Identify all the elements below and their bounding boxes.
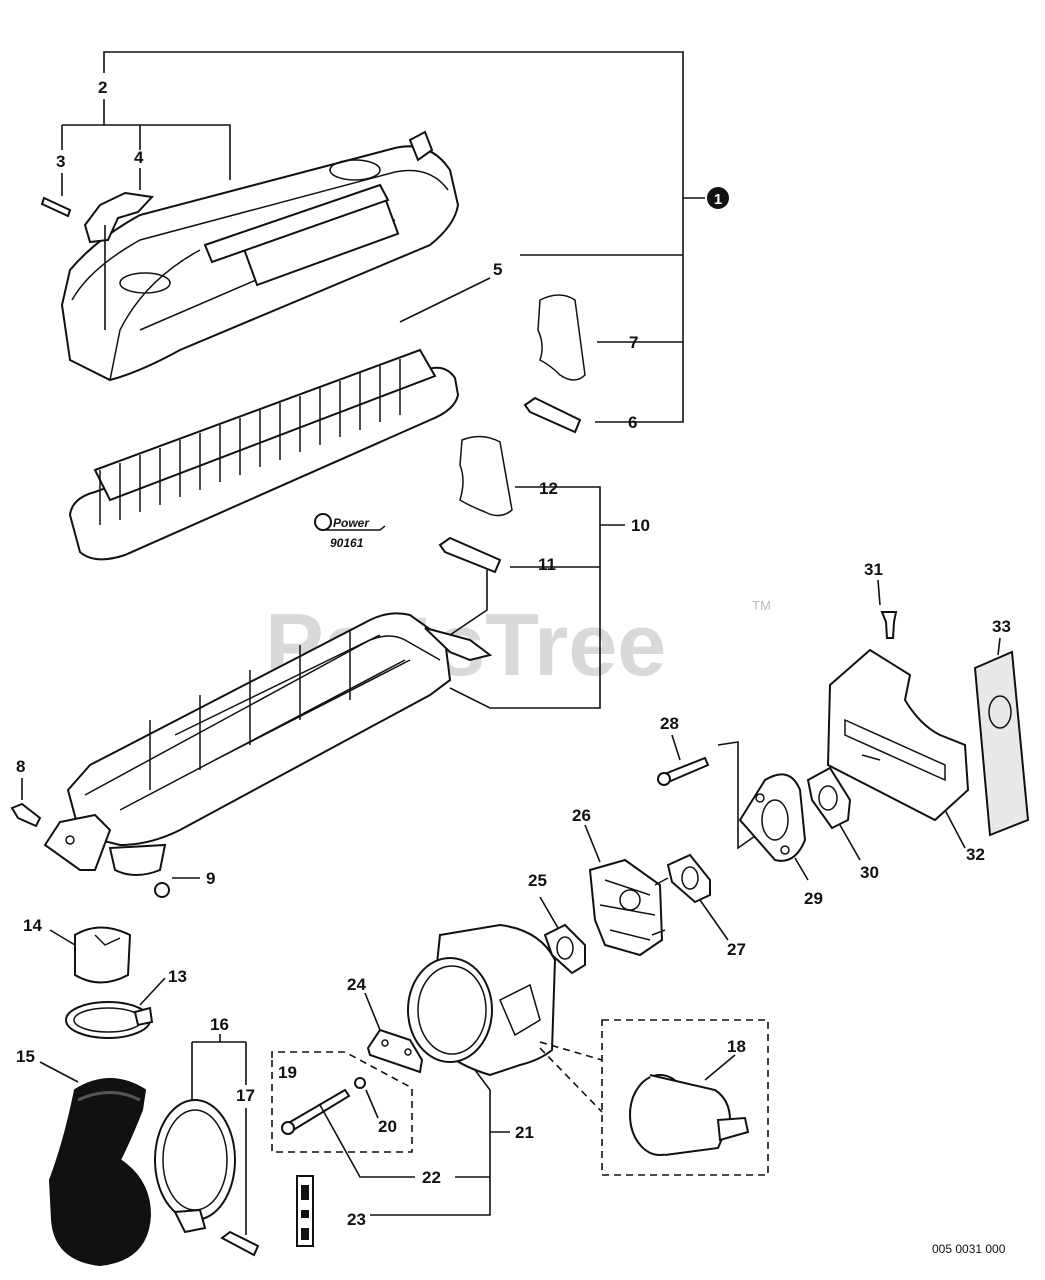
callout-28: 28 <box>660 714 679 733</box>
screw-31 <box>880 611 898 639</box>
callout-16: 16 <box>210 1015 229 1034</box>
leader-lines <box>21 51 1001 1235</box>
callout-13: 13 <box>168 967 187 986</box>
power-logo-text: Power <box>333 516 370 530</box>
callout-15: 15 <box>16 1047 35 1066</box>
gasket-30 <box>806 766 852 830</box>
carburetor-26 <box>588 858 669 957</box>
callout-2: 2 <box>98 78 107 97</box>
air-cleaner-base <box>43 612 493 876</box>
grommet-11 <box>438 536 502 574</box>
callout-29: 29 <box>804 889 823 908</box>
insulator-29 <box>738 773 807 862</box>
gasket-27 <box>666 853 711 904</box>
callout-18: 18 <box>727 1037 746 1056</box>
grommet-6 <box>523 396 582 434</box>
air-cleaner-cover <box>60 130 460 382</box>
plate-32 <box>826 648 970 822</box>
gasket-25 <box>543 923 586 975</box>
callout-20: 20 <box>378 1117 397 1136</box>
callout-11: 11 <box>538 555 556 574</box>
screw-8 <box>10 802 42 828</box>
callout-24: 24 <box>347 975 366 994</box>
callout-33: 33 <box>992 617 1011 636</box>
air-filter-element <box>68 348 460 561</box>
intake-hose-15 <box>48 1078 152 1267</box>
power-logo: Power 90161 <box>314 513 386 550</box>
seal-ring-12 <box>459 435 513 517</box>
callout-labels: 2 3 4 5 6 7 8 9 10 11 12 13 14 15 16 17 … <box>16 78 1011 1229</box>
watermark-tm: TM <box>752 598 771 613</box>
callout-21: 21 <box>515 1123 534 1142</box>
intake-manifold-21 <box>407 923 557 1077</box>
power-logo-number: 90161 <box>330 536 364 550</box>
assembly-marker-label: 1 <box>714 191 722 208</box>
dashed-box-19-20 <box>271 1051 413 1153</box>
callout-17: 17 <box>236 1086 255 1105</box>
gasket-33 <box>973 650 1030 837</box>
assembly-marker: 1 <box>707 187 729 209</box>
callout-26: 26 <box>572 806 591 825</box>
washer-20 <box>354 1077 366 1089</box>
drawing-code: 005 0031 000 <box>932 1242 1006 1256</box>
dashed-box-18 <box>601 1019 769 1176</box>
callout-31: 31 <box>864 560 883 579</box>
callout-6: 6 <box>628 413 637 432</box>
callout-25: 25 <box>528 871 547 890</box>
callout-4: 4 <box>134 148 144 167</box>
nut-9 <box>154 882 170 898</box>
clamp-16 <box>154 1099 236 1221</box>
screw-17 <box>220 1230 260 1257</box>
callout-7: 7 <box>629 333 638 352</box>
seal-ring-7 <box>537 294 586 381</box>
adapter-14 <box>74 926 132 984</box>
callout-27: 27 <box>727 940 746 959</box>
callout-12: 12 <box>539 479 558 498</box>
callout-22: 22 <box>422 1168 441 1187</box>
label-23 <box>296 1175 314 1247</box>
cup-18 <box>629 1074 750 1156</box>
callout-3: 3 <box>56 152 65 171</box>
callout-30: 30 <box>860 863 879 882</box>
pin <box>40 196 72 218</box>
latch-clip <box>83 191 155 244</box>
callout-19: 19 <box>278 1063 297 1082</box>
callout-10: 10 <box>631 516 650 535</box>
callout-5: 5 <box>493 260 502 279</box>
callout-8: 8 <box>16 757 25 776</box>
callout-23: 23 <box>347 1210 366 1229</box>
callout-14: 14 <box>23 916 42 935</box>
callout-32: 32 <box>966 845 985 864</box>
callout-9: 9 <box>206 869 215 888</box>
